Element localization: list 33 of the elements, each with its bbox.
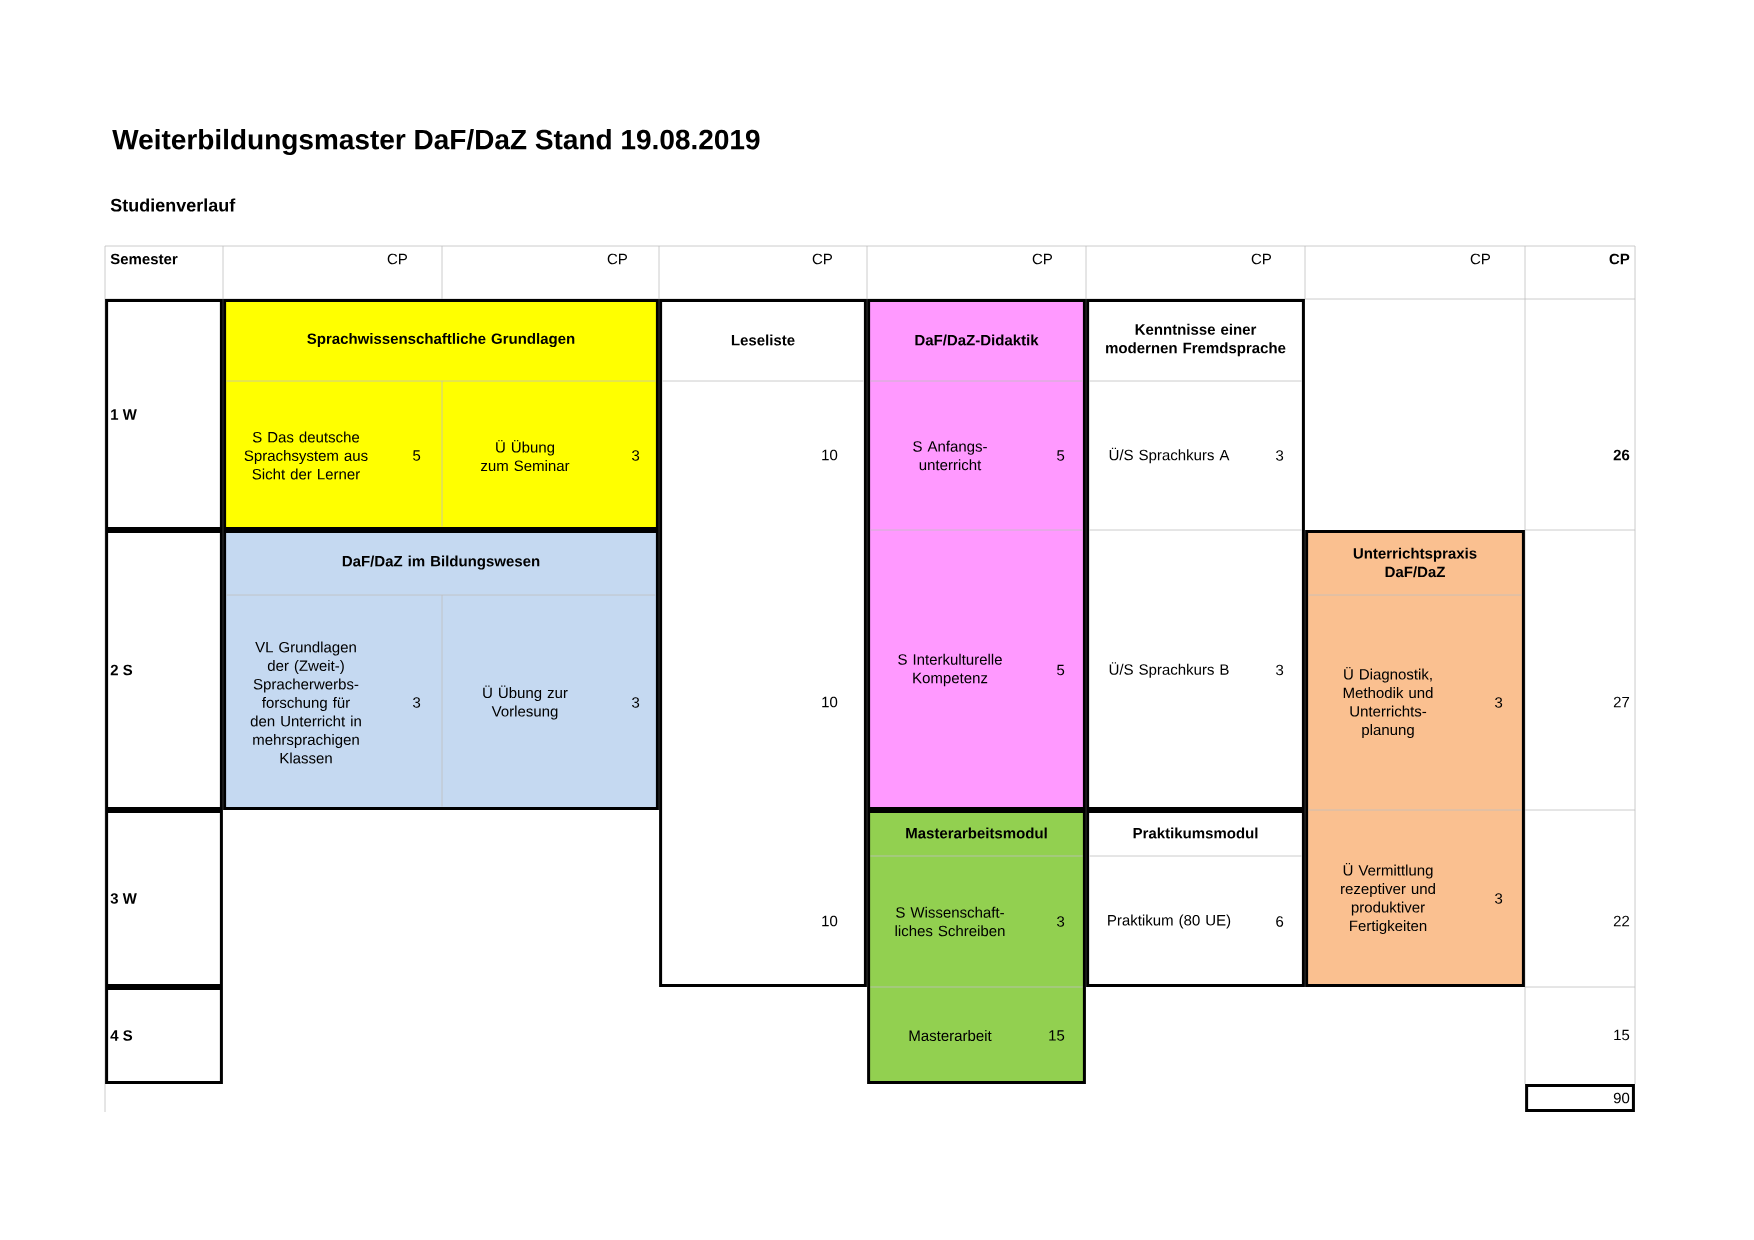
- course-cell: S Das deutsche Sprachsystem aus Sicht der Lerner 5: [244, 431, 421, 480]
- column-header: CP: [1609, 253, 1630, 265]
- column-header: CP: [1470, 253, 1490, 265]
- course-cell: S Anfangs- unterricht 5: [913, 440, 1065, 471]
- semester-cell: 2 S: [105, 530, 223, 810]
- semester-cell: 3 W: [105, 810, 223, 987]
- total-cell: 90: [1525, 1084, 1635, 1112]
- course-cell: Ü/S Sprachkurs A 3: [1109, 447, 1284, 464]
- course-cell: Praktikum (80 UE) 6: [1108, 914, 1284, 929]
- course-cell: S Interkulturelle Kompetenz 5: [898, 653, 1065, 687]
- course-cell: Ü Übung zum Seminar 3: [481, 439, 640, 472]
- semester-cell: 4 S: [105, 987, 223, 1084]
- course-cell: Ü Diagnostik, Methodik und Unterrichts- planung 3: [1343, 666, 1503, 739]
- row-total: 26: [1613, 449, 1630, 461]
- row-total: 22: [1613, 915, 1630, 927]
- row-total: 27: [1613, 696, 1630, 708]
- course-cell: VL Grundlagen der (Zweit-) Spracherwerbs- forschung für den Unterricht in mehrsprachigen Klassen 3: [250, 641, 421, 764]
- course-cell: Ü Vermittlung rezeptiver und produktiver Fertigkeiten 3: [1341, 862, 1503, 935]
- module-box: Leseliste 10 10 10: [659, 299, 867, 987]
- row-total: 15: [1614, 1029, 1630, 1041]
- column-header: CP: [607, 253, 627, 265]
- course-cell: S Wissenschaft- liches Schreiben 3: [895, 906, 1065, 937]
- diagram-title: Weiterbildungsmaster DaF/DaZ Stand 19.08.2019: [112, 128, 760, 156]
- column-header: CP: [812, 253, 832, 265]
- subheading: Studienverlauf: [110, 198, 236, 212]
- semester-cell: 1 W: [105, 299, 223, 530]
- column-header: CP: [1032, 253, 1052, 265]
- course-cell: Ü Übung zur Vorlesung 3: [483, 685, 640, 720]
- column-header: Semester: [110, 253, 178, 265]
- column-header: CP: [1251, 253, 1271, 265]
- column-header: CP: [387, 253, 407, 265]
- course-cell: Masterarbeit 15: [909, 1030, 1065, 1041]
- course-cell: Ü/S Sprachkurs B 3: [1109, 662, 1284, 678]
